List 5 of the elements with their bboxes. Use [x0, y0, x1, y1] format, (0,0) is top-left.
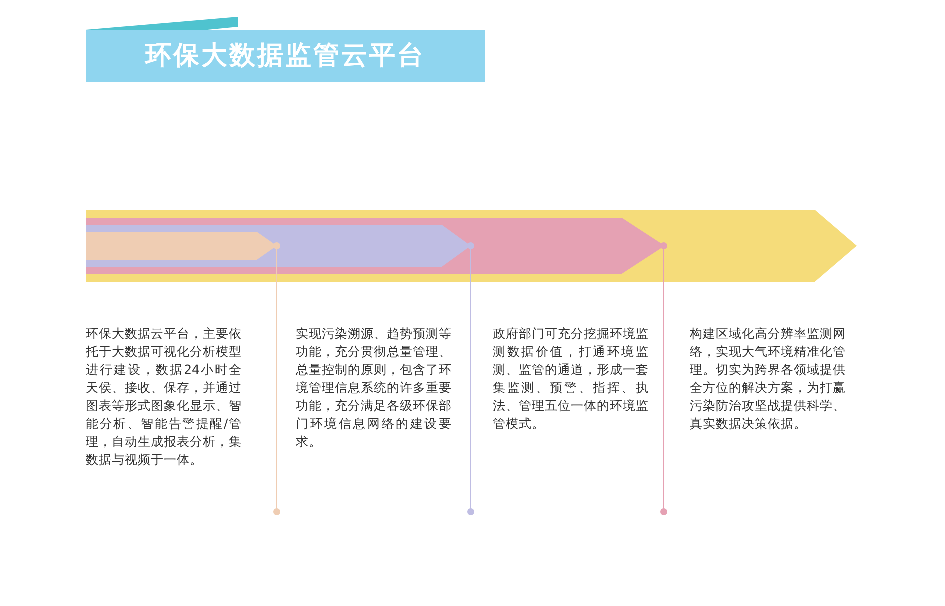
- title-banner: 环保大数据监管云平台: [86, 30, 485, 82]
- description-text: 政府部门可充分挖掘环境监测数据价值，打通环境监测、监管的通道，形成一套集监测、预警、指挥、执法、管理五位一体的环境监管模式。: [493, 325, 649, 433]
- description-text: 实现污染溯源、趋势预测等功能，充分贯彻总量管理、总量控制的原则，包含了环境管理信息系统的许多重要功能，充分满足各级环保部门环境信息网络的建设要求。: [296, 325, 452, 451]
- description-text: 环保大数据云平台，主要依托于大数据可视化分析模型进行建设，数据24小时全天侯、接收、保存，并通过图表等形式图象化显示、智能分析、智能告警提醒/管理，自动生成报表分析，集数据与视频于一体。: [86, 325, 242, 469]
- description-text: 构建区域化高分辨率监测网络，实现大气环境精准化管理。切实为跨界各领域提供全方位的解决方案，为打赢污染防治攻坚战提供科学、真实数据决策依据。: [690, 325, 846, 433]
